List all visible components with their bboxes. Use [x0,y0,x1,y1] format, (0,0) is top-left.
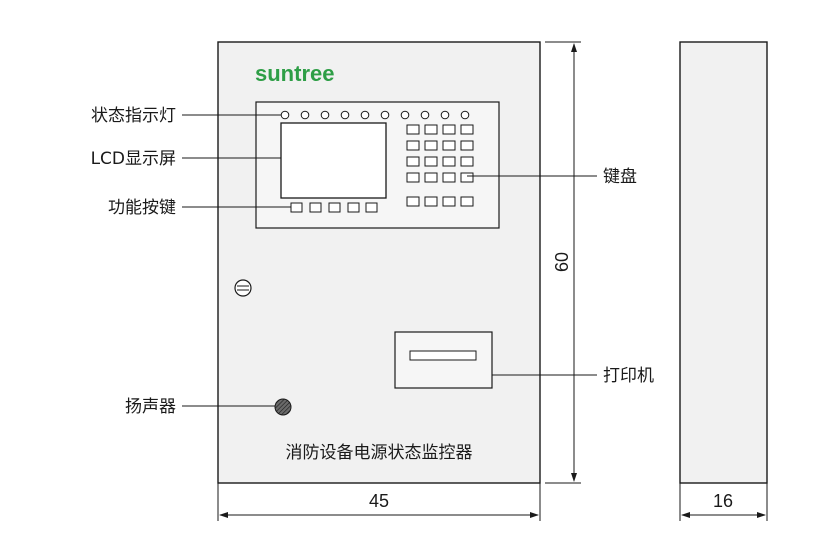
function-key [309,202,322,213]
callout-status-lights: 状态指示灯 [91,106,176,126]
brand-logo: suntree [255,61,334,86]
keyboard-key [406,196,420,207]
keyboard-key [460,140,474,151]
status-led [340,110,350,120]
keyboard-key [424,124,438,135]
status-led [400,110,410,120]
keyboard-key [460,124,474,135]
status-led [420,110,430,120]
status-led-row [280,110,470,120]
keyboard-key [442,124,456,135]
keyboard-keys [406,124,474,207]
keyboard-key [460,172,474,183]
keyboard-key [442,196,456,207]
lock-icon [234,279,252,297]
dimension-width: 45 [369,491,389,511]
function-keys [290,202,378,213]
depth-dimension [679,483,768,521]
keyboard-key [424,140,438,151]
width-dimension [217,483,541,521]
keyboard-key [406,172,420,183]
callout-printer: 打印机 [603,366,654,386]
status-led [300,110,310,120]
dimension-height: 60 [552,252,572,272]
status-led [380,110,390,120]
keyboard-key [460,196,474,207]
keyboard-key [460,156,474,167]
callout-speaker: 扬声器 [125,397,176,417]
keyboard-key [406,156,420,167]
keyboard-key [424,196,438,207]
keyboard-key [442,172,456,183]
device-title: 消防设备电源状态监控器 [286,443,473,463]
callout-leaders-right [467,175,597,376]
speaker-icon [274,398,292,416]
status-led [320,110,330,120]
keyboard-key [442,156,456,167]
status-led [280,110,290,120]
function-key [290,202,303,213]
printer-paper-slot [409,350,477,361]
height-dimension [545,41,581,484]
lcd-screen [280,122,387,199]
dimension-depth: 16 [713,491,733,511]
keyboard-key [424,156,438,167]
status-led [440,110,450,120]
keyboard-key [424,172,438,183]
keyboard-key [406,124,420,135]
function-key [328,202,341,213]
function-key [365,202,378,213]
callout-function-keys: 功能按键 [108,198,176,218]
callout-keyboard: 键盘 [603,167,637,187]
status-led [360,110,370,120]
status-led [460,110,470,120]
keyboard-key [406,140,420,151]
cabinet-side [679,41,768,484]
keyboard-key [442,140,456,151]
callout-leaders-left [182,114,291,407]
callout-lcd: LCD显示屏 [91,149,176,169]
function-key [347,202,360,213]
